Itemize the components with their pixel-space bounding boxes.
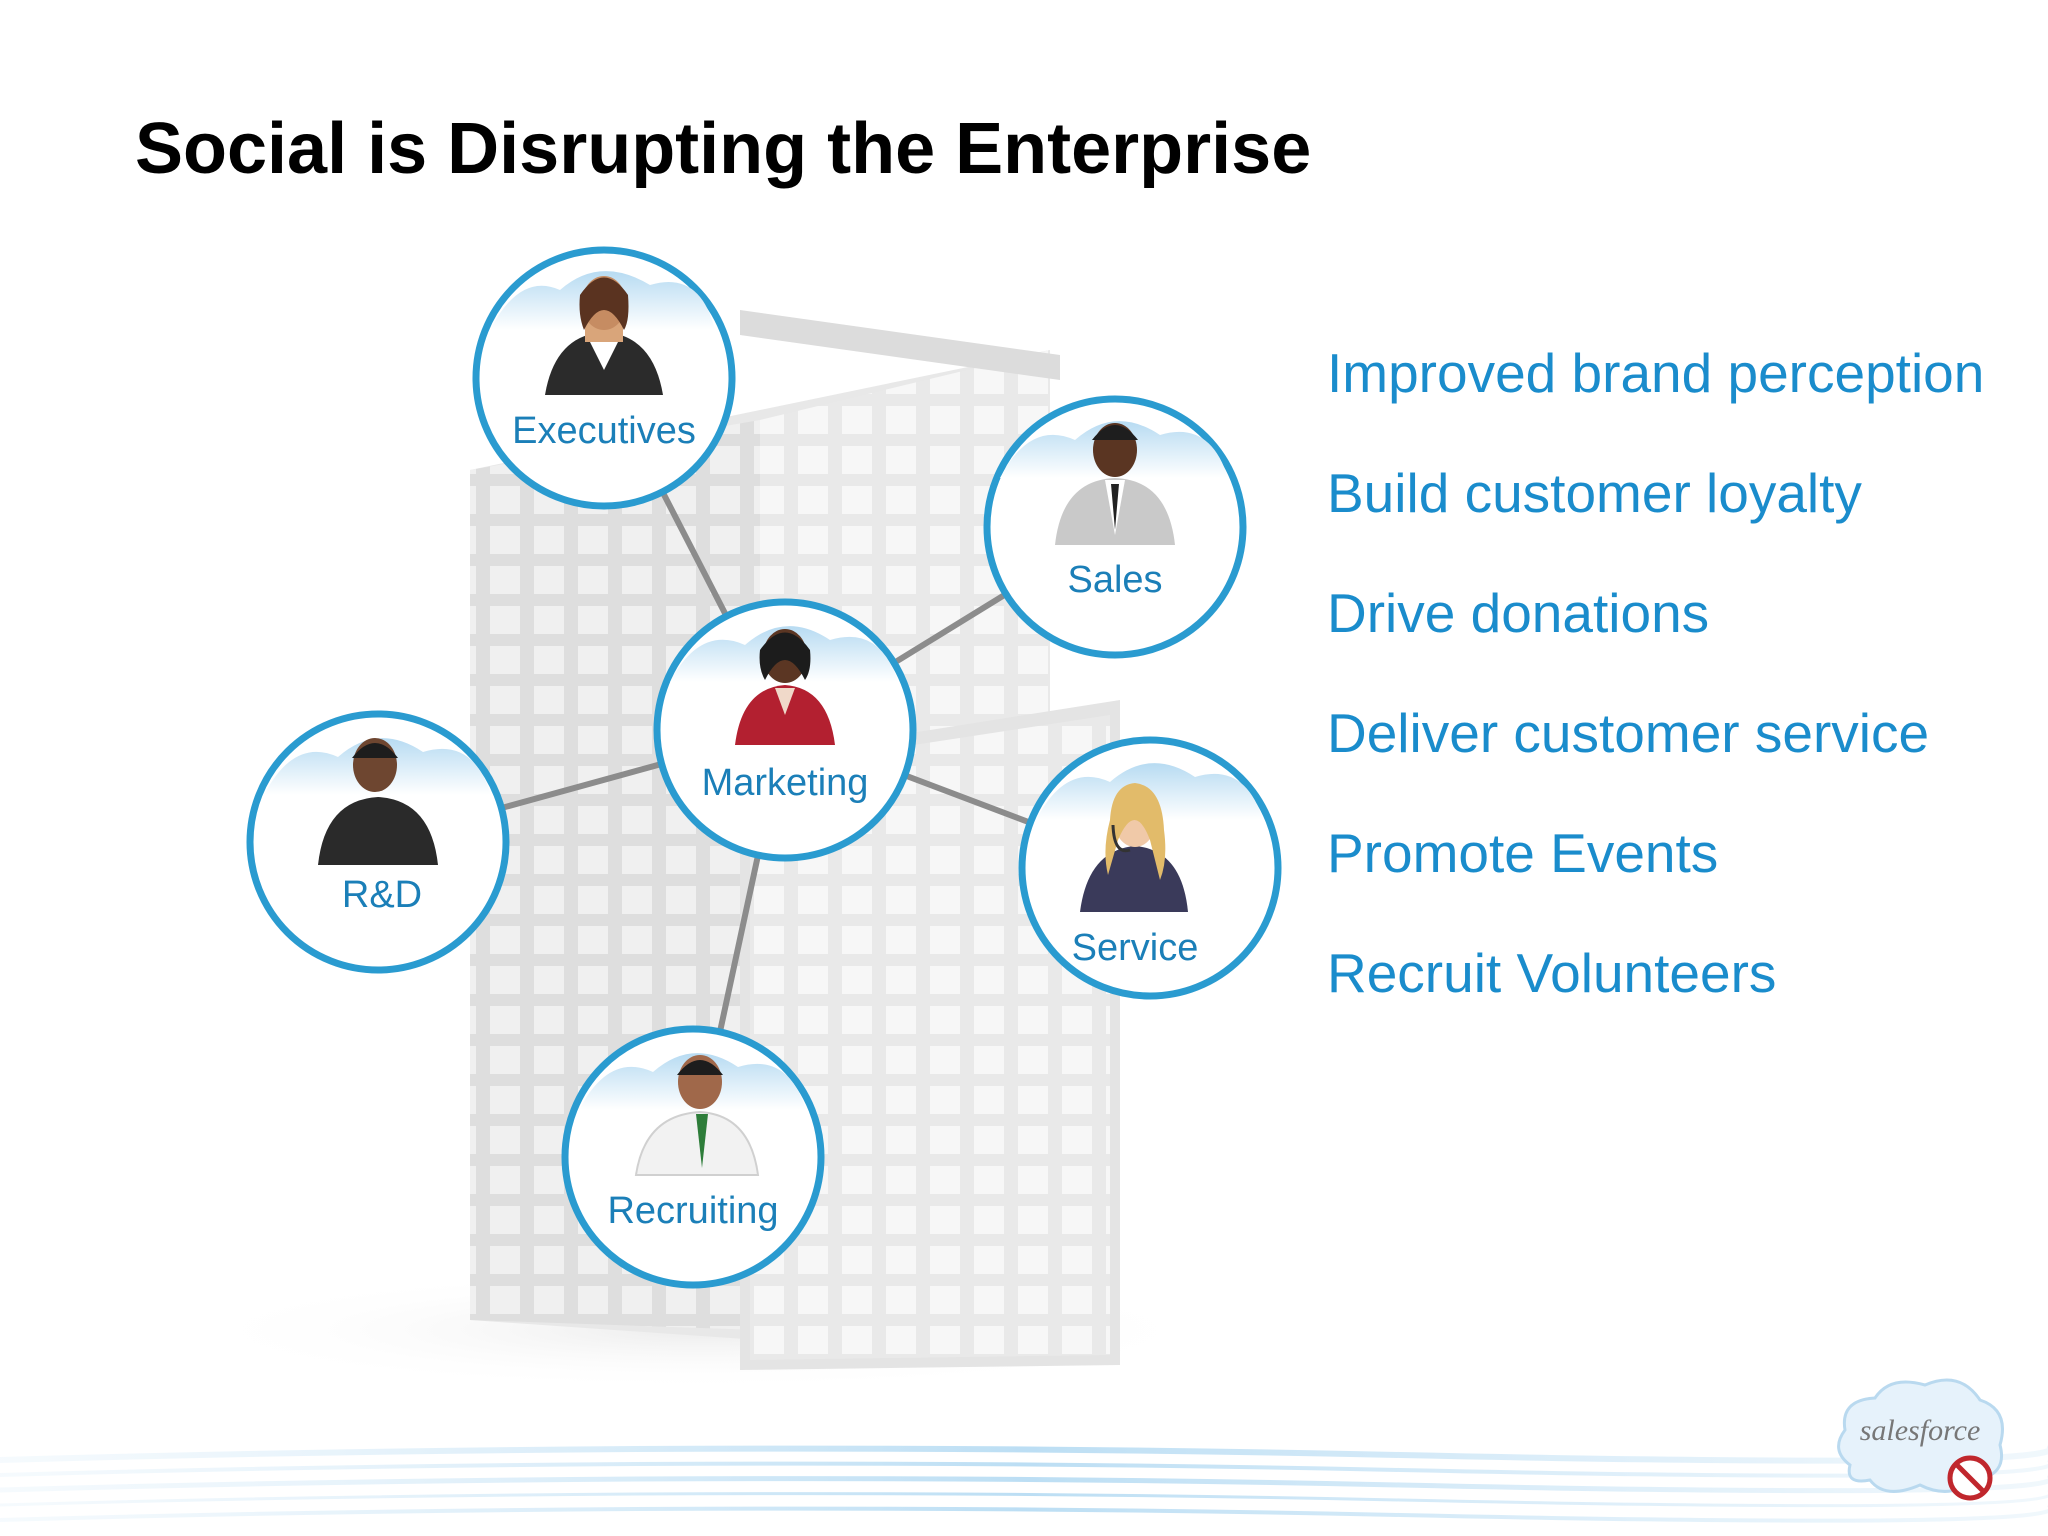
developer-man-icon xyxy=(318,738,438,865)
salesman-icon xyxy=(1055,423,1175,545)
benefits-list: Improved brand perception Build customer… xyxy=(1327,338,1984,1058)
node-label-recruiting: Recruiting xyxy=(607,1190,778,1232)
benefit-item: Drive donations xyxy=(1327,582,1710,644)
node-marketing-hub[interactable]: Marketing xyxy=(653,598,917,862)
node-label-sales: Sales xyxy=(1067,559,1162,601)
benefit-item: Promote Events xyxy=(1327,822,1719,884)
benefit-item: Improved brand perception xyxy=(1327,342,1985,404)
no-software-icon xyxy=(1947,1455,1993,1501)
node-label-rd: R&D xyxy=(342,874,422,916)
logo-wordmark: salesforce xyxy=(1860,1414,1981,1447)
marketing-woman-icon xyxy=(735,629,835,745)
executive-woman-icon xyxy=(545,276,663,395)
node-label-service: Service xyxy=(1072,927,1199,969)
node-label-marketing: Marketing xyxy=(702,762,869,804)
footer-swoosh-decoration xyxy=(0,1444,2048,1523)
benefit-item: Deliver customer service xyxy=(1327,702,1930,764)
salesforce-logo: salesforce xyxy=(1837,1378,2004,1501)
node-rd[interactable]: R&D xyxy=(246,710,510,974)
recruiter-man-icon xyxy=(634,1055,760,1176)
slide-title: Social is Disrupting the Enterprise xyxy=(135,109,1312,189)
node-service[interactable]: Service xyxy=(1018,736,1282,1000)
node-executives[interactable]: Executives xyxy=(472,246,736,510)
node-recruiting[interactable]: Recruiting xyxy=(561,1025,825,1289)
benefit-item: Recruit Volunteers xyxy=(1327,942,1777,1004)
node-sales[interactable]: Sales xyxy=(983,395,1247,659)
benefit-item: Build customer loyalty xyxy=(1327,462,1862,524)
node-label-executives: Executives xyxy=(512,410,696,452)
support-agent-headset-icon xyxy=(1080,783,1188,912)
